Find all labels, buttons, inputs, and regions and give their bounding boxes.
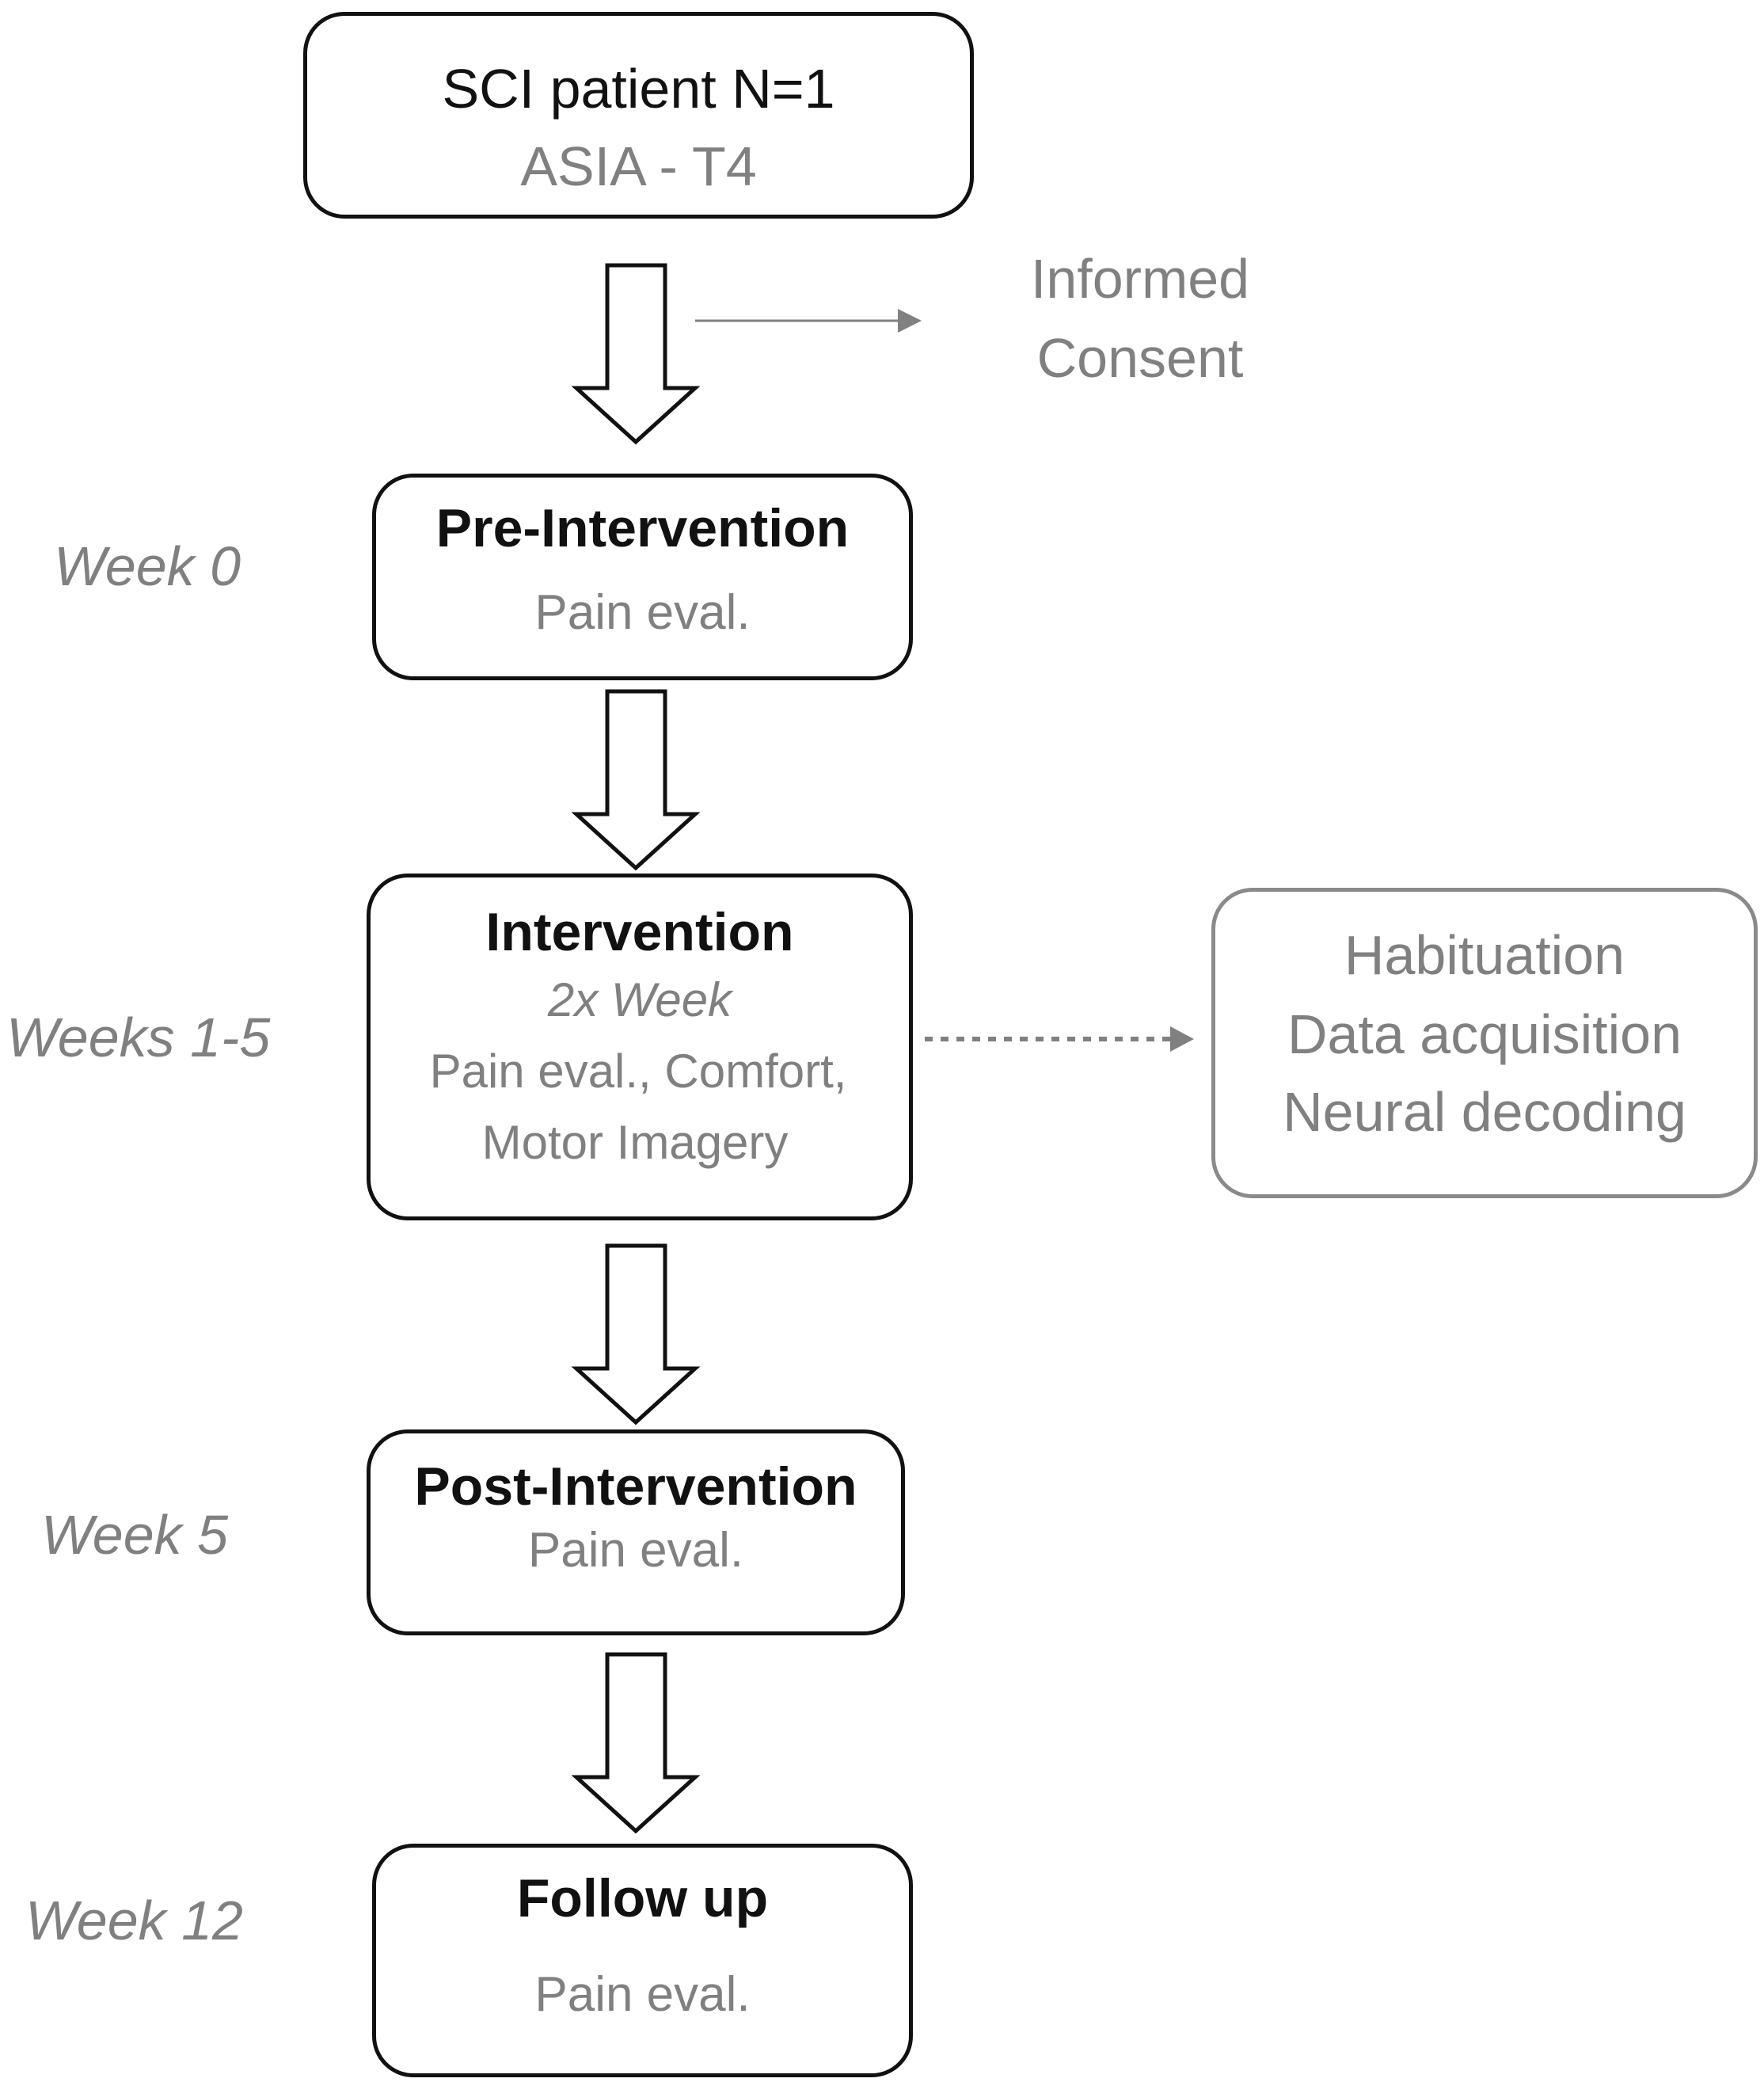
week-label-followup: Week 12	[25, 1890, 243, 1951]
session-activities-box: Habituation Data acquisition Neural deco…	[1211, 888, 1758, 1198]
intervention-frequency: 2x Week	[547, 973, 732, 1026]
flow-arrow-3	[571, 1243, 701, 1426]
week-label-pre: Week 0	[54, 535, 241, 597]
follow-up-title: Follow up	[516, 1868, 769, 1928]
session-arrow-head	[1170, 1026, 1194, 1052]
week-label-post: Week 5	[41, 1504, 229, 1566]
follow-up-box: Follow up Pain eval.	[372, 1844, 913, 2077]
week-label-intervention: Weeks 1-5	[6, 1007, 271, 1068]
flow-arrow-2	[571, 689, 701, 871]
intervention-box: Intervention 2x Week Pain eval., Comfort…	[367, 874, 913, 1220]
post-intervention-box: Post-Intervention Pain eval.	[367, 1429, 905, 1635]
flow-arrow-1	[571, 263, 701, 445]
post-intervention-title: Post-Intervention	[414, 1456, 857, 1517]
consent-line-1: Informed	[1030, 248, 1250, 310]
session-line-2: Data acquisition	[1287, 1003, 1682, 1065]
post-intervention-detail: Pain eval.	[527, 1523, 744, 1578]
informed-consent-label: Informed Consent	[982, 239, 1298, 398]
intervention-title: Intervention	[485, 902, 794, 962]
session-line-1: Habituation	[1344, 924, 1625, 986]
start-box: SCI patient N=1 ASIA - T4	[303, 12, 974, 219]
session-line-3: Neural decoding	[1283, 1081, 1686, 1143]
start-subtitle: ASIA - T4	[520, 135, 757, 197]
pre-intervention-box: Pre-Intervention Pain eval.	[372, 474, 913, 680]
start-title: SCI patient N=1	[442, 58, 835, 120]
consent-line-2: Consent	[1036, 327, 1244, 389]
pre-intervention-detail: Pain eval.	[534, 585, 751, 640]
flow-arrow-4	[571, 1652, 701, 1834]
pre-intervention-title: Pre-Intervention	[435, 498, 850, 558]
intervention-detail-2: Motor Imagery	[481, 1116, 789, 1169]
intervention-detail-1: Pain eval., Comfort,	[429, 1045, 847, 1098]
follow-up-detail: Pain eval.	[534, 1967, 751, 2022]
